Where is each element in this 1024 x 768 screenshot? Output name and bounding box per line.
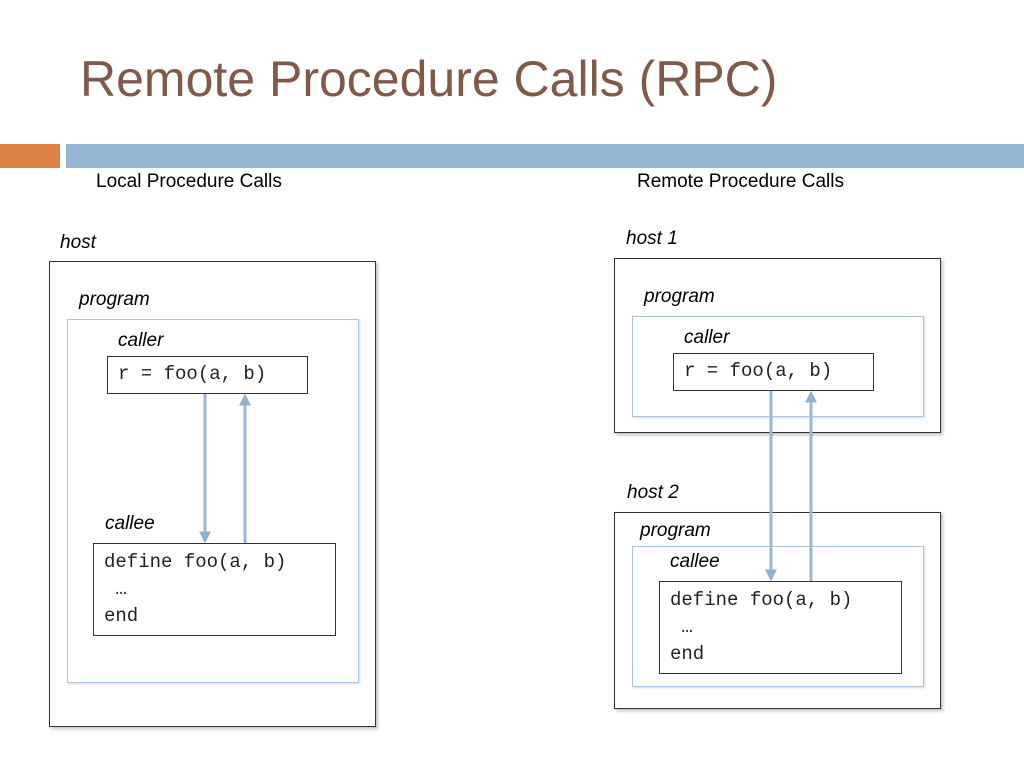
local-callee-code-line-3: end	[104, 605, 139, 627]
local-program-label: program	[79, 289, 150, 310]
remote-callee-code-box: define foo(a, b) … end	[659, 581, 902, 674]
local-heading: Local Procedure Calls	[96, 171, 282, 192]
remote-caller-label: caller	[684, 327, 730, 348]
local-caller-label: caller	[118, 330, 164, 351]
host1-label: host 1	[626, 228, 678, 249]
blue-accent-bar	[66, 144, 1024, 168]
remote-callee-code-line-3: end	[670, 643, 705, 665]
local-host-label: host	[60, 232, 96, 253]
orange-accent-bar	[0, 144, 60, 168]
remote-callee-label: callee	[670, 551, 720, 572]
remote-caller-code: r = foo(a, b)	[684, 360, 833, 382]
local-callee-code-box: define foo(a, b) … end	[93, 543, 336, 636]
local-callee-code-line-2: …	[104, 578, 127, 600]
slide-title: Remote Procedure Calls (RPC)	[80, 51, 778, 107]
host2-label: host 2	[627, 482, 679, 503]
remote-heading: Remote Procedure Calls	[637, 171, 844, 192]
local-caller-code: r = foo(a, b)	[118, 363, 267, 385]
local-callee-code-line-1: define foo(a, b)	[104, 551, 287, 573]
remote-caller-code-box: r = foo(a, b)	[673, 353, 874, 391]
host1-program-label: program	[644, 286, 715, 307]
remote-callee-code-line-1: define foo(a, b)	[670, 589, 853, 611]
remote-callee-code-line-2: …	[670, 616, 693, 638]
local-callee-label: callee	[105, 513, 155, 534]
host2-program-label: program	[640, 520, 711, 541]
local-caller-code-box: r = foo(a, b)	[107, 356, 308, 394]
